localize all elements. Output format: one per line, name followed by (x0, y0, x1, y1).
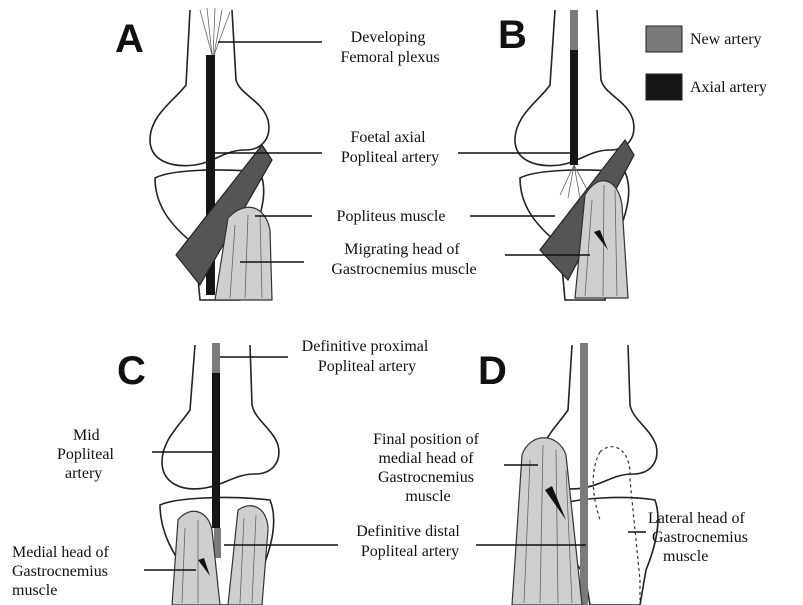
label-foetal-axial-popliteal-artery: Foetal axial Popliteal artery (341, 129, 439, 166)
legend-axial-artery-swatch (646, 74, 682, 100)
panel-b: B (498, 10, 634, 300)
panel-b-new-artery (570, 10, 578, 50)
label-femoral-plexus: Developing Femoral plexus (340, 29, 439, 66)
panel-c-femur (162, 345, 279, 489)
label-definitive-distal: Definitive distal Popliteal artery (356, 523, 464, 560)
legend-new-artery-label: New artery (690, 31, 762, 48)
legend-new-artery-swatch (646, 26, 682, 52)
panel-c: C (117, 343, 279, 605)
panel-d-artery (580, 343, 588, 605)
label-lateral-head: Lateral head of Gastrocnemius muscle (648, 510, 752, 565)
panel-d-letter: D (478, 349, 507, 393)
label-final-position: Final position of medial head of Gastroc… (373, 431, 483, 505)
label-medial-head: Medial head of Gastrocnemius muscle (12, 544, 113, 599)
panel-c-axial-artery (212, 373, 220, 528)
legend: New artery Axial artery (646, 26, 767, 100)
panel-a: A (115, 8, 272, 300)
legend-axial-artery-label: Axial artery (690, 79, 767, 96)
panel-a-letter: A (115, 17, 144, 61)
panel-d: D (478, 343, 658, 605)
panel-c-letter: C (117, 349, 146, 393)
panel-b-letter: B (498, 13, 527, 57)
label-mid-popliteal-artery: Mid Popliteal artery (57, 427, 118, 482)
panel-b-axial-artery (570, 50, 578, 165)
label-definitive-proximal: Definitive proximal Popliteal artery (302, 338, 433, 375)
panel-c-new-artery (212, 343, 220, 373)
label-migrating-head: Migrating head of Gastrocnemius muscle (331, 241, 476, 278)
label-popliteus-muscle: Popliteus muscle (337, 208, 446, 225)
